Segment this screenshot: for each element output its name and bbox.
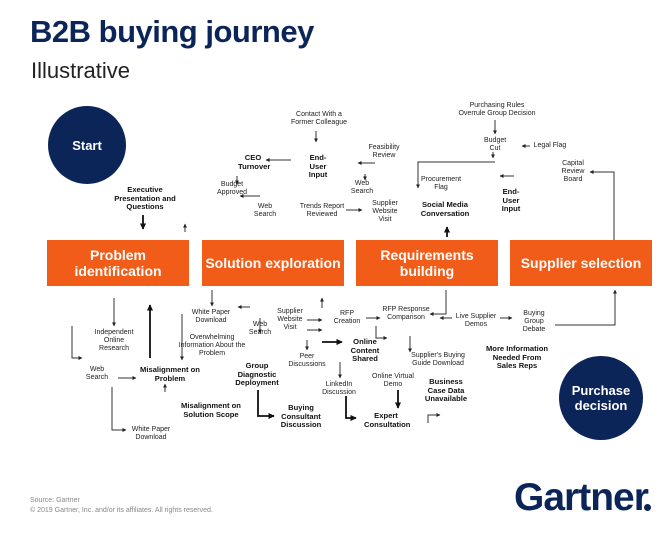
step-web-search-top-2: Web Search <box>253 203 277 218</box>
step-business-case: Business Case Data Unavailable <box>424 377 468 404</box>
step-trends-report: Trends Report Reviewed <box>299 203 345 218</box>
step-online-virtual-demo: Online Virtual Demo <box>372 373 414 388</box>
step-rfp-creation: RFP Creation <box>333 310 361 325</box>
copyright-note: © 2019 Gartner, Inc. and/or its affiliat… <box>30 507 213 514</box>
step-expert-consultation: Expert Consultation <box>364 411 411 429</box>
step-supplier-website-visit-mid: Supplier Website Visit <box>277 308 303 331</box>
step-budget-cut: Budget Cut <box>484 137 507 152</box>
step-purchasing-rules: Purchasing Rules Overrule Group Decision <box>458 102 536 117</box>
logo-dot <box>644 504 651 511</box>
step-legal-flag: Legal Flag <box>533 142 567 149</box>
step-web-search-top-1: Web Search <box>350 180 374 195</box>
step-buying-group-debate: Buying Group Debate <box>522 310 546 333</box>
step-linkedin-discussion: LinkedIn Discussion <box>322 381 356 396</box>
stage-requirements-building: Requirements building <box>356 240 498 286</box>
step-executive-presentation: Executive Presentation and Questions <box>114 185 176 212</box>
step-capital-review-board: Capital Review Board <box>561 160 585 183</box>
step-buying-consultant: Buying Consultant Discussion <box>280 403 322 430</box>
purchase-decision-circle: Purchase decision <box>559 356 643 440</box>
step-misalignment-solution: Misalignment on Solution Scope <box>181 401 241 419</box>
stage-supplier-selection: Supplier selection <box>510 240 652 286</box>
step-independent-research: Independent Online Research <box>94 329 134 352</box>
step-budget-approved: Budget Approved <box>217 181 247 196</box>
step-ceo-turnover: CEO Turnover <box>238 153 271 171</box>
step-rfp-response: RFP Response Comparison <box>382 306 430 321</box>
step-procurement-flag: Procurement Flag <box>420 176 462 191</box>
step-web-search-mid: Web Search <box>248 321 272 336</box>
step-misalignment-problem: Misalignment on Problem <box>140 365 200 383</box>
gartner-logo: Gartner <box>514 476 649 519</box>
step-live-supplier-demos: Live Supplier Demos <box>455 313 497 328</box>
step-web-search-left: Web Search <box>85 366 109 381</box>
stage-solution-exploration: Solution exploration <box>202 240 344 286</box>
page-title: B2B buying journey <box>30 14 314 49</box>
page-subtitle: Illustrative <box>31 58 131 83</box>
step-end-user-input-1: End-User Input <box>308 153 328 180</box>
step-social-media: Social Media Conversation <box>420 200 470 218</box>
step-online-content-shared: Online Content Shared <box>350 337 380 364</box>
step-supplier-website-visit-top: Supplier Website Visit <box>372 200 398 223</box>
step-white-paper-top: White Paper Download <box>191 309 231 324</box>
step-overwhelming-info: Overwhelming Information About the Probl… <box>178 334 246 357</box>
start-circle: Start <box>48 106 126 184</box>
step-more-information: More Information Needed From Sales Reps <box>485 344 548 371</box>
step-end-user-input-2: End-User Input <box>501 187 521 214</box>
step-contact-former-colleague: Contact With a Former Colleague <box>290 111 348 126</box>
source-note: Source: Gartner <box>30 497 80 504</box>
stage-problem-identification: Problem identification <box>47 240 189 286</box>
step-white-paper-bottom: White Paper Download <box>131 426 171 441</box>
step-peer-discussions: Peer Discussions <box>288 353 326 368</box>
step-feasibility-review: Feasibility Review <box>368 144 400 159</box>
step-group-diagnostic: Group Diagnostic Deployment <box>235 361 279 388</box>
step-buying-guide-download: Supplier's Buying Guide Download <box>411 352 465 367</box>
